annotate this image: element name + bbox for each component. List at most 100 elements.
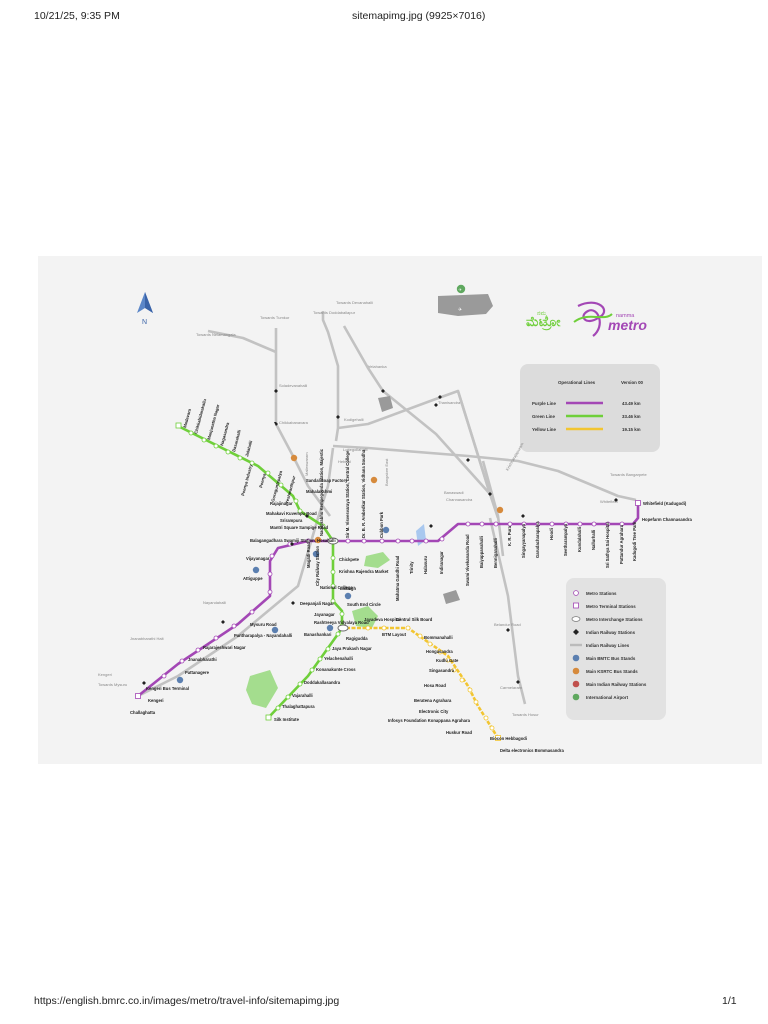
- station-pantharapalya[interactable]: Pantharapalya - Nayandahalli: [234, 633, 292, 638]
- station-south-end-circle[interactable]: South End Circle: [347, 602, 381, 607]
- station-city-railway[interactable]: City Railway Station: [315, 546, 320, 586]
- station-seetharampalya[interactable]: Seetharampalya: [563, 523, 568, 556]
- ksrtc-bus-stand-icon: [290, 454, 298, 462]
- rail-yelahanka: Yelahanka: [368, 364, 387, 369]
- station-nagasandra[interactable]: Nagasandra: [219, 421, 230, 446]
- station-silk-institute[interactable]: Silk Institute: [274, 717, 300, 722]
- svg-text:Yellow Line: Yellow Line: [532, 427, 556, 432]
- rail-bangalore-east: Bangalore East: [384, 458, 389, 486]
- station-lalbagh[interactable]: Lalbagh: [340, 586, 356, 591]
- station-singayyanapalya[interactable]: Singayyanapalya: [521, 523, 526, 558]
- station-hopefarm[interactable]: Hopefarm Channasandra: [642, 517, 692, 522]
- towards-doddaballapur: Towards Doddaballapur: [313, 310, 356, 315]
- station-hoodi[interactable]: Hoodi: [549, 528, 554, 540]
- station-baiyappanahalli[interactable]: Baiyappanahalli: [479, 536, 484, 568]
- rail-nayandahalli: Nayandahalli: [203, 600, 226, 605]
- station-deepanjali-nagar[interactable]: Deepanjali Nagar: [300, 601, 334, 606]
- station-sri-sathya-sai-hospital[interactable]: Sri Sathya Sai Hospital: [605, 522, 610, 568]
- station-jayadeva-hospital[interactable]: Jayadeva Hospital: [364, 617, 401, 622]
- station-whitefield[interactable]: Whitefield (Kadugodi): [643, 501, 687, 506]
- station-peenya[interactable]: Peenya: [258, 472, 267, 488]
- station-beratena-agrahara[interactable]: Beratena Agrahara: [414, 698, 452, 703]
- station-btm-layout[interactable]: BTM Layout: [382, 632, 407, 637]
- station-madavara[interactable]: Madavara: [182, 408, 192, 429]
- station-bommanahalli[interactable]: Bommanahalli: [424, 635, 453, 640]
- station-infosys-foundation[interactable]: Infosys Foundation Konappana Agrahara: [388, 718, 471, 723]
- station-garudacharapalya[interactable]: Garudacharapalya: [535, 521, 540, 558]
- station-konanakunte[interactable]: Konanakunte Cross: [316, 667, 356, 672]
- station-banashankari[interactable]: Banashankari: [304, 632, 331, 637]
- station-challaghatta[interactable]: Challaghatta: [130, 710, 156, 715]
- station-rajajinagar[interactable]: Rajajinagar: [270, 501, 293, 506]
- station-rv-road[interactable]: Rashtreeya Vidyalaya Road: [314, 620, 369, 625]
- station-yelachenahalli[interactable]: Yelachenahalli: [324, 656, 353, 661]
- station-central-college[interactable]: Sir M. Visvesvaraya Station, Central Col…: [345, 450, 350, 538]
- station-peenya-industry[interactable]: Peenya Industry: [240, 463, 253, 496]
- station-doddakallasandra[interactable]: Doddakallasandra: [304, 680, 341, 685]
- bmtc-bus-stand-icon: [326, 624, 334, 632]
- station-kr-market[interactable]: Krishna Rajendra Market: [339, 569, 389, 574]
- station-sv-road[interactable]: Swami Vivekananda Road: [465, 534, 470, 586]
- station-vidhana-soudha[interactable]: Dr. B. R. Ambedkar Station, Vidhana Soud…: [361, 449, 366, 538]
- station-pattanagere[interactable]: Pattanagere: [185, 670, 210, 675]
- station-attiguppe[interactable]: Attiguppe: [243, 576, 263, 581]
- svg-text:Main Indian Railway Stations: Main Indian Railway Stations: [586, 682, 647, 687]
- station-hongasandra[interactable]: Hongasandra: [426, 649, 453, 654]
- station-kuvempu-road[interactable]: Mahakavi Kuvempu Road: [266, 511, 317, 516]
- namma-metro-logo: ನಮ್ಮ ಮೆಟ್ರೋ namma metro: [526, 301, 647, 337]
- station-sampige-road[interactable]: Mantri Square Sampige Road: [270, 525, 329, 530]
- station-benniganahalli[interactable]: Benniganahalli: [493, 538, 498, 568]
- station-jnanabharathi[interactable]: Jnanabharathi: [188, 657, 217, 662]
- station-thalaghattapura[interactable]: Thalaghattapura: [282, 704, 315, 709]
- station-huskur-road[interactable]: Huskur Road: [446, 730, 473, 735]
- station-kudlu-gate[interactable]: Kudlu Gate: [436, 658, 459, 663]
- rail-hebbal: Hebbal: [338, 459, 351, 464]
- station-kengeri-bus-terminal[interactable]: Kengeri Bus Terminal: [146, 686, 189, 691]
- station-nallurhalli[interactable]: Nallurhalli: [591, 530, 596, 550]
- station-chikkabidarakallu[interactable]: Chikkabidarakallu: [193, 398, 207, 434]
- station-hosa-road[interactable]: Hosa Road: [424, 683, 446, 688]
- print-title: sitemapimg.jpg (9925×7016): [352, 10, 486, 22]
- station-magadi-road[interactable]: Magadi Road: [306, 542, 311, 568]
- map-small-logo-icon: ✈: [458, 307, 462, 313]
- station-balagangadhara[interactable]: Balagangadhara Swamiji Station, Hosahall…: [250, 538, 336, 543]
- station-srirampura[interactable]: Srirampura: [280, 518, 303, 523]
- station-jayanagar[interactable]: Jayanagar: [314, 612, 335, 617]
- station-biocon-hebbagodi[interactable]: Biocon Hebbagodi: [490, 736, 527, 741]
- station-national-college[interactable]: National College: [320, 585, 353, 590]
- station-ragigudda[interactable]: Ragigudda: [346, 636, 368, 641]
- rail-kr-puram: Krishnarajapuram: [505, 441, 525, 471]
- station-kr-pura[interactable]: K. R. Pura: [507, 525, 512, 546]
- station-central-silk-board[interactable]: Central Silk Board: [396, 617, 433, 622]
- station-jalahalli[interactable]: Jalahalli: [244, 440, 253, 457]
- station-majestic[interactable]: Nadaprabhu Kempegowda Station, Majestic: [319, 448, 324, 536]
- park-cubbon: [364, 552, 390, 568]
- station-vijayanagar[interactable]: Vijayanagar: [246, 556, 270, 561]
- print-url[interactable]: https://english.bmrc.co.in/images/metro/…: [34, 995, 340, 1007]
- station-kadugodi-tree-park[interactable]: Kadugodi Tree Park: [632, 521, 637, 561]
- station-indiranagar[interactable]: Indiranagar: [439, 551, 444, 574]
- station-mg-road[interactable]: Mahatma Gandhi Road: [395, 555, 400, 601]
- station-sandal-soap[interactable]: Sandal Soap Factory: [306, 478, 348, 483]
- station-manjunatha-nagar[interactable]: Manjunatha Nagar: [206, 404, 220, 441]
- station-jp-nagar[interactable]: Jaya Prakash Nagar: [332, 646, 372, 651]
- rail-jnanabharathi: Jnanabharathi Halt: [130, 636, 164, 641]
- station-electronic-city[interactable]: Electronic City: [419, 709, 449, 714]
- station-vajarahalli[interactable]: Vajarahalli: [292, 693, 313, 698]
- station-kengeri[interactable]: Kengeri: [148, 698, 164, 703]
- svg-text:✈: ✈: [458, 307, 462, 313]
- station-trinity[interactable]: Trinity: [409, 561, 414, 574]
- station-mahalakshmi[interactable]: Mahalakshmi: [306, 489, 332, 494]
- station-delta-electronics[interactable]: Delta electronics Bommasandra: [500, 748, 564, 753]
- station-cubbon-park[interactable]: Cubbon Park: [379, 511, 384, 538]
- station-chickpete[interactable]: Chickpete: [339, 557, 360, 562]
- station-kundalahalli[interactable]: Kundalahalli: [577, 527, 582, 552]
- station-dasarahalli[interactable]: Dasarahalli: [231, 429, 242, 452]
- airport-glyph: ✈: [459, 287, 463, 292]
- towards-devanahalli: Towards Devanahalli: [336, 300, 373, 305]
- station-pattandur-agrahara[interactable]: Pattandur Agrahara: [619, 524, 624, 564]
- station-singasandra[interactable]: Singasandra: [429, 668, 455, 673]
- station-mysuru-road[interactable]: Mysuru Road: [250, 622, 277, 627]
- station-halasuru[interactable]: Halasuru: [423, 556, 428, 574]
- station-rajarajeshwari-nagar[interactable]: Rajarajeshwari Nagar: [203, 645, 246, 650]
